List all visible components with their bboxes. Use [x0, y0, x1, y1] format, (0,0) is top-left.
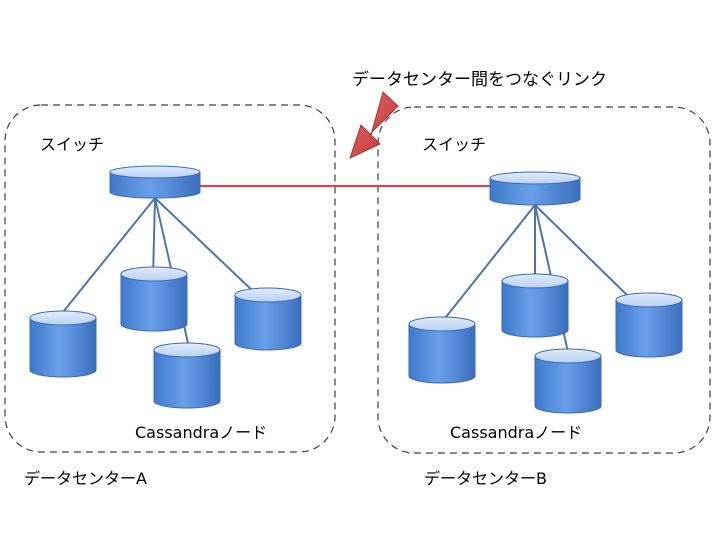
- database-node-icon: [153, 342, 221, 409]
- switch-label-a: スイッチ: [40, 135, 105, 154]
- connector-line: [534, 204, 631, 299]
- switch-icon: [489, 171, 581, 206]
- connector-line: [62, 197, 156, 313]
- database-node-icon: [615, 292, 683, 358]
- connector-line: [152, 197, 156, 279]
- datacenter-a-boundary: [4, 104, 336, 453]
- arrow-icon: [349, 91, 399, 159]
- database-node-icon: [29, 310, 97, 378]
- database-node-icon: [120, 266, 188, 332]
- switch-icon: [109, 165, 201, 199]
- database-node-icon: [408, 316, 476, 384]
- connector-line: [154, 197, 256, 294]
- connector-line: [441, 204, 536, 323]
- database-node-icon: [234, 287, 302, 351]
- switch-label-b: スイッチ: [422, 135, 487, 154]
- datacenter-a-label: データセンターA: [24, 469, 147, 488]
- link-label: データセンター間をつなぐリンク: [352, 70, 607, 90]
- nodes-label-a: Cassandraノード: [135, 423, 268, 442]
- database-node-icon: [501, 273, 569, 338]
- database-node-icon: [534, 348, 602, 414]
- datacenter-b-label: データセンターB: [424, 469, 547, 488]
- nodes-label-b: Cassandraノード: [450, 423, 583, 442]
